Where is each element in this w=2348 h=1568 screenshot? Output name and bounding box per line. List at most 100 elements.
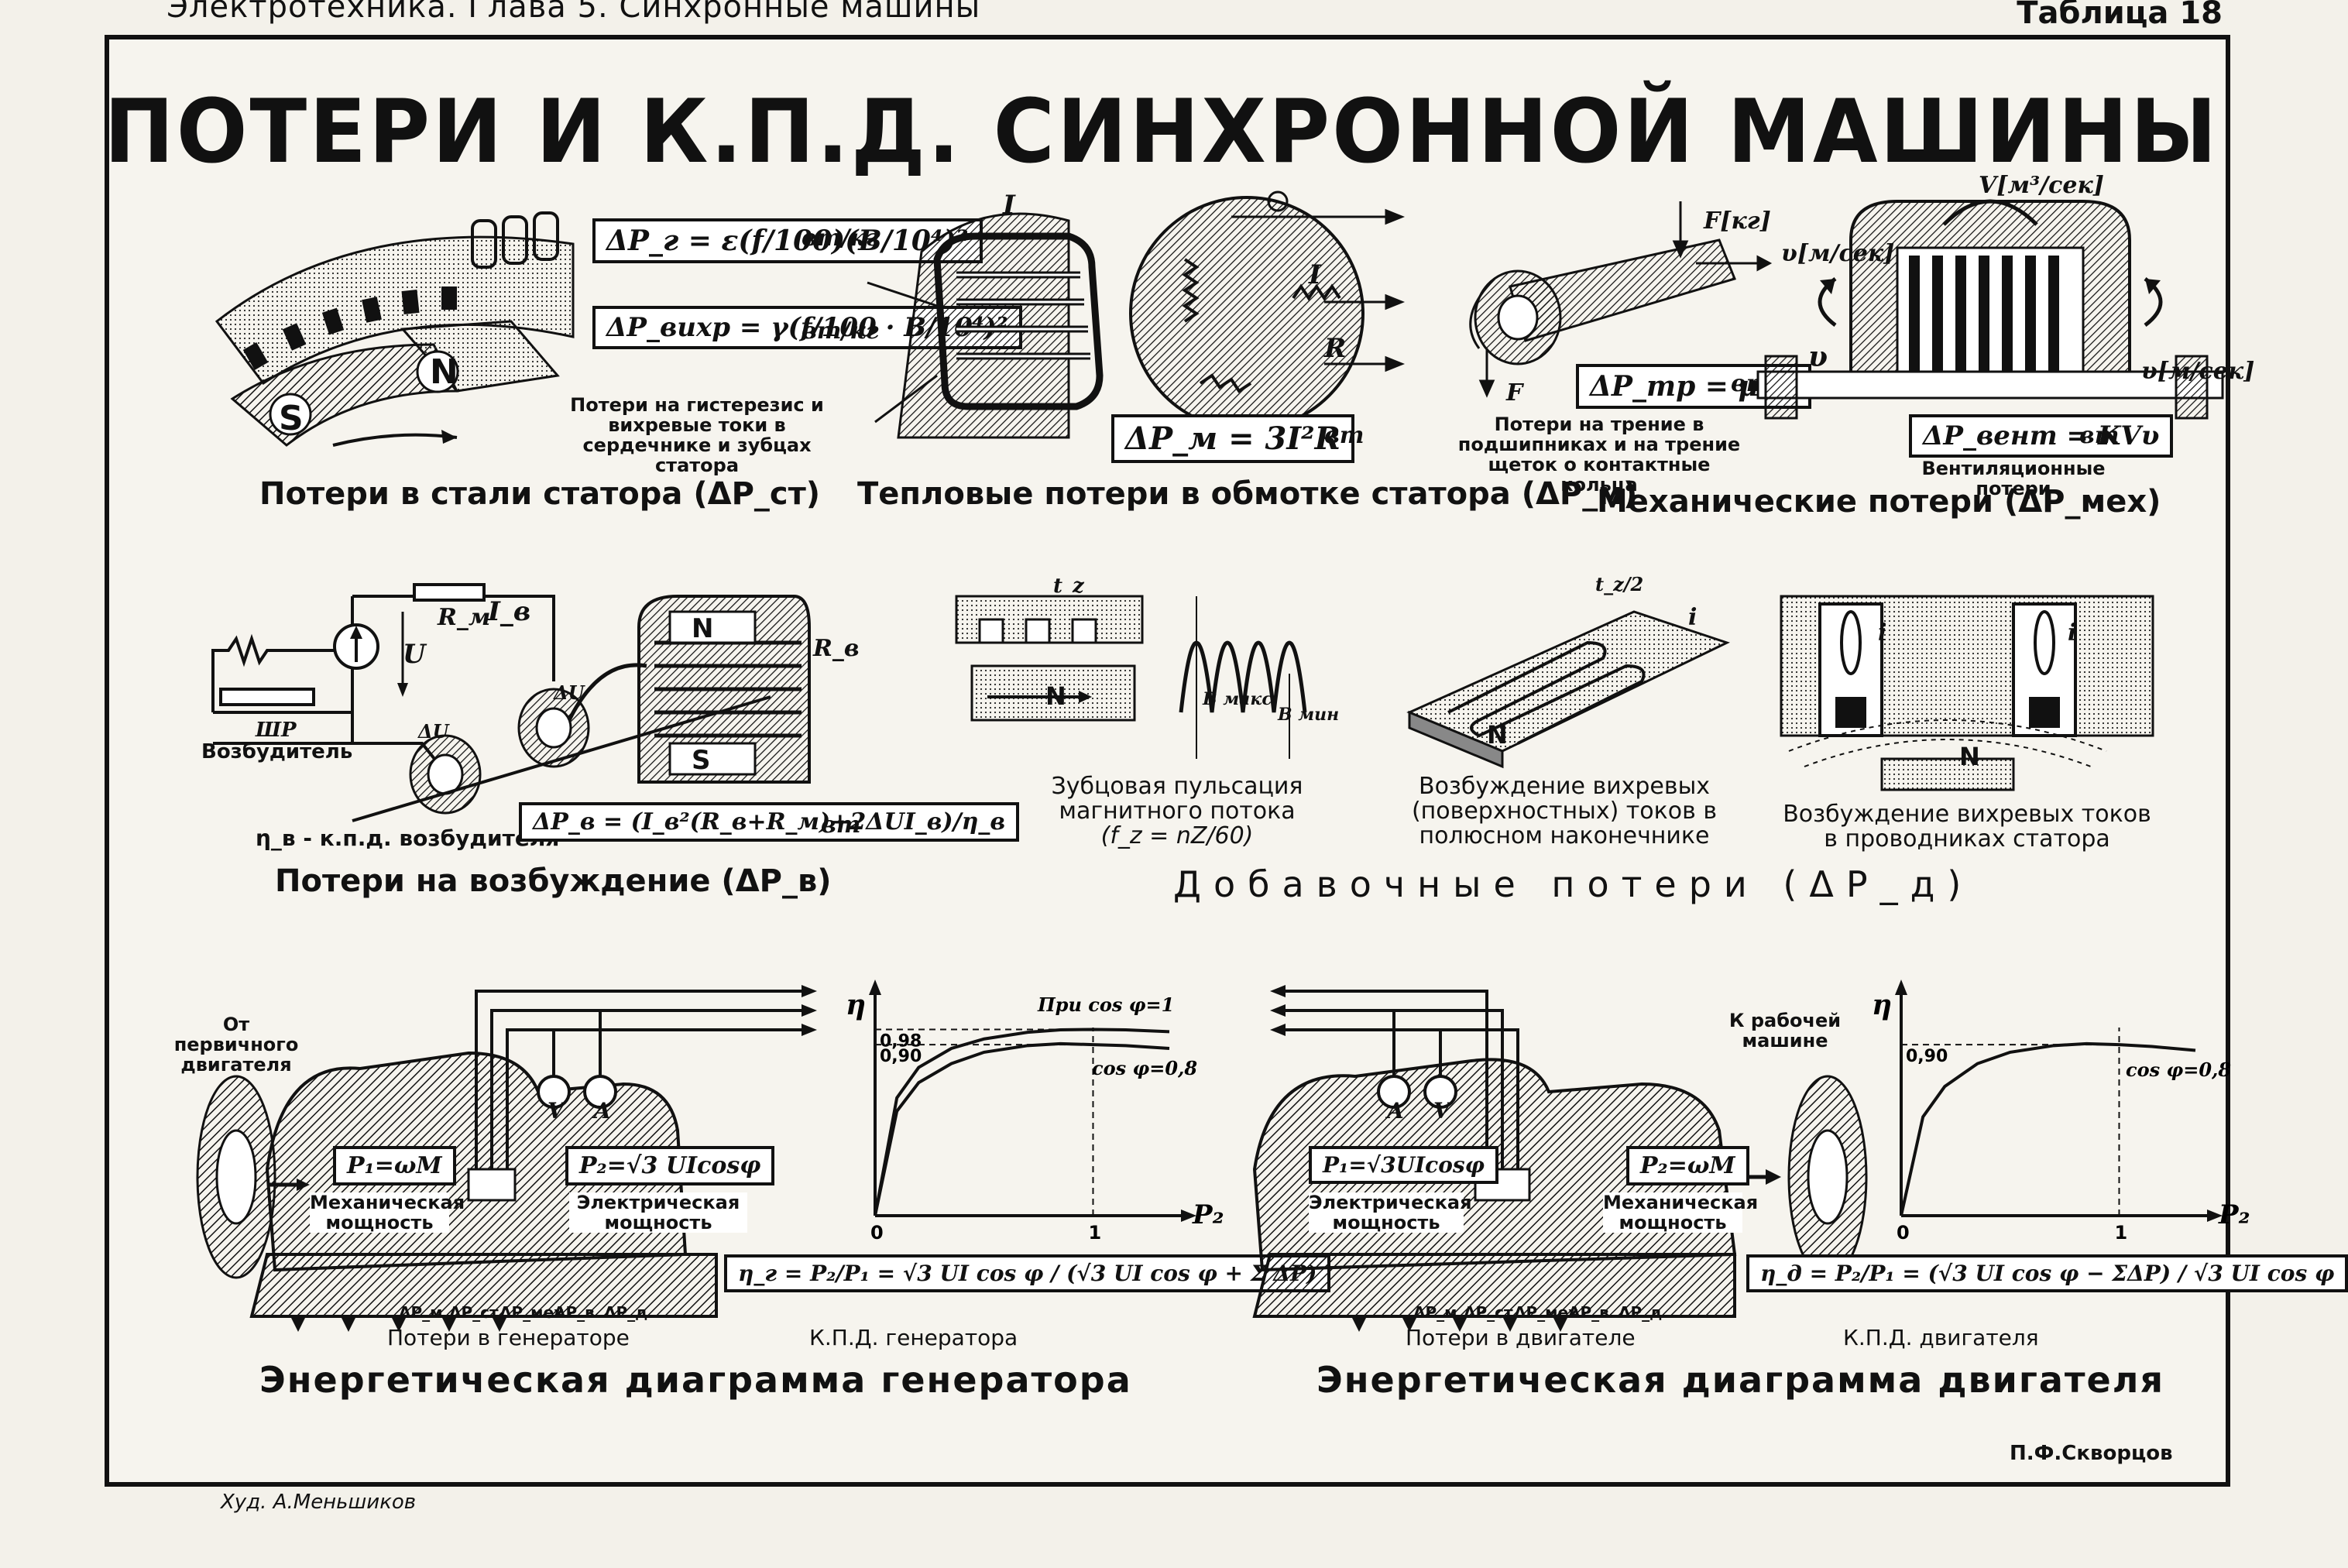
to-working-machine-label: К рабочей машине <box>1728 1010 1842 1052</box>
copper-loss-unit: вт <box>1324 422 1365 449</box>
generator-loss-d: ΔP_д <box>604 1303 648 1322</box>
motor-loss-mekh: ΔP_мех <box>1514 1303 1578 1322</box>
generator-meter-v: V <box>548 1098 565 1124</box>
vent-speed-v: υ <box>1808 341 1828 373</box>
hysteresis-formula: ΔP_г = ε(f/100)(B/10⁴)² <box>592 218 983 263</box>
motor-meter-a: A <box>1387 1098 1404 1124</box>
generator-losses-label: Потери в генераторе <box>387 1325 630 1350</box>
pole-n-label: N <box>430 352 458 392</box>
pole-shoe-n: N <box>1487 720 1508 750</box>
exciter-efficiency-note: η_в - к.п.д. возбудителя <box>256 825 560 851</box>
excitation-unit: вт <box>821 811 861 839</box>
flow-label: V[м³/сек] <box>1979 172 2104 199</box>
conductor-pole-n: N <box>1959 742 1980 771</box>
b-max-label: B макс <box>1203 689 1272 709</box>
eddy-unit: вт/кг <box>802 317 879 345</box>
generator-loss-st: ΔP_ст <box>449 1303 499 1322</box>
motor-loss-st: ΔP_ст <box>1464 1303 1513 1322</box>
header-table-number: Таблица 18 <box>2017 0 2223 31</box>
force-f-label: F <box>1506 379 1523 407</box>
motor-mech-power-label: Механическая мощность <box>1603 1192 1759 1233</box>
y-axis-arrow <box>869 980 881 995</box>
generator-efficiency-label: К.П.Д. генератора <box>809 1325 1018 1350</box>
motor-meter-v: V <box>1433 1098 1450 1124</box>
ventilation-note: Вентиляционные потери <box>1921 458 2106 499</box>
copper-loss-formula: ΔP_м = 3I²R <box>1111 414 1354 463</box>
generator-el-power-label: Электрическая мощность <box>569 1192 747 1233</box>
header-chapter: Электротехника. Глава 5. Синхронные маши… <box>166 0 981 25</box>
field-resistance-label: R_в <box>813 635 860 662</box>
shunt-rheostat-label: ШР <box>256 719 297 742</box>
generator-loss-m: ΔP_м <box>399 1303 443 1322</box>
mechanical-caption: Механические потери (ΔP_мех) <box>1597 484 2161 520</box>
artist-credit: Худ. А.Меньшиков <box>221 1491 417 1514</box>
pulsation-frequency: (f_z = nZ/60) <box>1100 822 1254 849</box>
tooth-pitch-label: t_z <box>1053 575 1084 598</box>
generator-meter-a: A <box>594 1098 611 1124</box>
generator-diagram-caption: Энергетическая диаграмма генератора <box>259 1359 1132 1401</box>
author-signature: П.Ф.Скворцов <box>2010 1442 2173 1465</box>
exciter-label: Возбудитель <box>201 740 353 763</box>
pole-shoe-eddy-illustration <box>1406 610 1730 769</box>
field-pole-s: S <box>692 745 711 776</box>
pulsation-note: Зубцовая пульсация магнитного потока <box>1051 773 1303 825</box>
series-line <box>1900 1041 2196 1216</box>
motor-loss-v: ΔP_в <box>1568 1303 1609 1322</box>
stator-copper-caption: Тепловые потери в обмотке статора (ΔP_м) <box>857 476 1638 512</box>
motor-loss-d: ΔP_д <box>1619 1303 1663 1322</box>
y-axis-arrow <box>1895 980 1907 995</box>
surface-eddy-note: Возбуждение вихревых (поверхностных) ток… <box>1411 773 1718 849</box>
generator-mech-power-label: Механическая мощность <box>310 1192 465 1233</box>
x-tick-label: 0 <box>870 1222 884 1244</box>
y-tick-label: 0,98 <box>880 1031 922 1051</box>
series-line <box>874 1041 1170 1216</box>
ventilation-unit: вт <box>2079 422 2120 449</box>
x-axis-arrow <box>2207 1209 2223 1222</box>
generator-loss-v: ΔP_в <box>554 1303 595 1322</box>
stator-steel-illustration <box>215 211 575 447</box>
voltage-u-label: U <box>403 639 426 670</box>
ventilation-formula: ΔP_вент = KVυ <box>1909 414 2174 458</box>
x-axis-arrow <box>1181 1209 1196 1222</box>
winding-resistance-label: R <box>1324 333 1347 364</box>
conductor-eddy-illustration <box>1780 595 2154 791</box>
pole-s-label: S <box>279 399 304 438</box>
winding-current-label: I <box>1003 190 1015 221</box>
half-pitch-label: t_z/2 <box>1595 573 1644 595</box>
motor-input-power: P₁=√3UIcosφ <box>1309 1146 1499 1184</box>
from-prime-mover-label: От первичного двигателя <box>173 1014 299 1076</box>
series-line <box>874 1028 1170 1216</box>
excitation-circuit-illustration <box>211 583 811 822</box>
conductor-current-i-2: i <box>2068 619 2077 647</box>
x-axis-label: P₂ <box>1192 1199 1224 1230</box>
hysteresis-unit: вт/кг <box>802 225 879 252</box>
series-label: cos φ=0,8 <box>1092 1057 1197 1079</box>
eddy-current-i: i <box>1688 604 1697 631</box>
vent-speed-right: υ[м/сек] <box>2141 358 2255 385</box>
y-axis-label: η <box>1872 989 1892 1021</box>
excitation-caption: Потери на возбуждение (ΔP_в) <box>275 863 832 899</box>
y-axis-label: η <box>846 989 866 1021</box>
y-tick-label: 0,90 <box>1906 1047 1948 1066</box>
ventilation-illustration <box>1756 199 2224 420</box>
generator-efficiency-chart: ηP₂ 0 1 0,980,90 При cos φ=1 cos φ=0,8 <box>846 980 1224 1244</box>
b-min-label: B мин <box>1278 705 1340 725</box>
x-tick-label: 1 <box>2114 1222 2127 1244</box>
friction-note: Потери на трение в подшипниках и на трен… <box>1457 413 1741 496</box>
stator-winding-illustration <box>867 190 1406 439</box>
x-tick-label: 1 <box>1088 1222 1101 1244</box>
force-label: F[кг] <box>1704 208 1771 235</box>
series-label: При cos φ=1 <box>1037 993 1174 1016</box>
rheostat-rm-label: R_м <box>438 604 491 631</box>
additional-losses-caption: Добавочные потери (ΔP_д) <box>1173 863 1974 905</box>
x-tick-label: 0 <box>1897 1222 1910 1244</box>
pulsation-pole-n: N <box>1045 681 1066 711</box>
generator-output-power: P₂=√3 UIcosφ <box>565 1146 775 1185</box>
excitation-formula: ΔP_в = (I_в²(R_в+R_м)+2ΔUI_в)/η_в <box>519 802 1020 842</box>
generator-input-power: P₁=ωM <box>333 1146 456 1185</box>
y-tick-label: 0,90 <box>880 1047 922 1066</box>
tooth-pulsation-illustration <box>955 595 1307 759</box>
stator-steel-caption: Потери в стали статора (ΔP_ст) <box>259 476 821 512</box>
motor-efficiency-label: К.П.Д. двигателя <box>1843 1325 2039 1350</box>
conductor-current-i: i <box>1878 619 1887 647</box>
